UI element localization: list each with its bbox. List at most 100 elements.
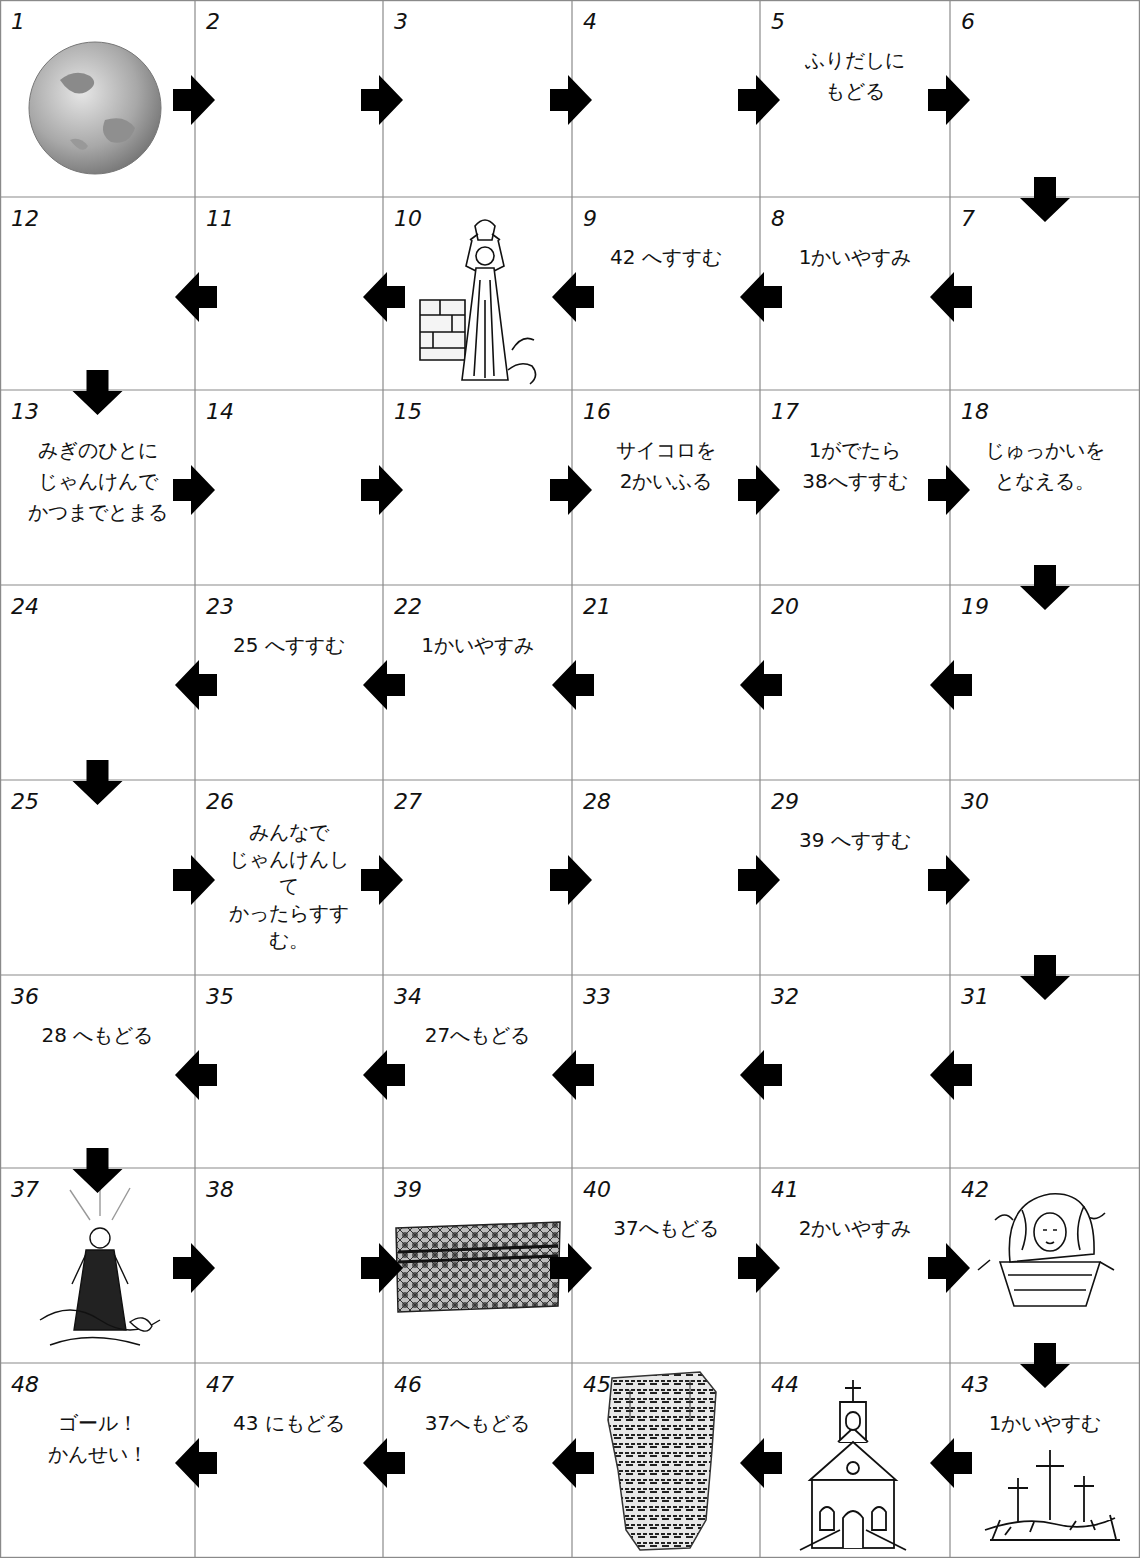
square-number: 13 — [1, 391, 194, 425]
square-number: 18 — [951, 391, 1139, 425]
path-arrow — [363, 272, 405, 322]
path-arrow — [550, 465, 592, 515]
path-arrow — [930, 660, 972, 710]
path-arrow — [175, 1438, 217, 1488]
square-number: 26 — [196, 781, 382, 815]
board-square: 171がでたら 38へすすむ — [760, 390, 950, 585]
path-arrow — [550, 1243, 592, 1293]
square-number: 41 — [761, 1169, 949, 1203]
board-square: 37 — [0, 1168, 195, 1363]
square-number: 22 — [384, 586, 571, 620]
square-instruction: 2かいやすみ — [785, 1213, 925, 1244]
square-number: 46 — [384, 1364, 571, 1398]
path-arrow — [175, 272, 217, 322]
square-number: 21 — [573, 586, 759, 620]
board-square: 431かいやすむ — [950, 1363, 1140, 1558]
square-number: 35 — [196, 976, 382, 1010]
board-square: 40 37へもどる — [572, 1168, 760, 1363]
path-arrow — [1020, 177, 1070, 222]
square-number: 31 — [951, 976, 1139, 1010]
path-arrow — [173, 855, 215, 905]
board-square: 25 — [0, 780, 195, 975]
path-arrow — [928, 75, 970, 125]
board-square: 5ふりだしに もどる — [760, 0, 950, 197]
path-arrow — [928, 855, 970, 905]
board-square: 7 — [950, 197, 1140, 390]
square-instruction: 37へもどる — [597, 1213, 735, 1244]
path-arrow — [740, 272, 782, 322]
board-square: 35 — [195, 975, 383, 1168]
board-square: 19 — [950, 585, 1140, 780]
path-arrow — [738, 1243, 780, 1293]
path-arrow — [550, 75, 592, 125]
board-square: 33 — [572, 975, 760, 1168]
board-square: 22 1かいやすみ — [383, 585, 572, 780]
baby-in-manger-picture — [978, 1194, 1114, 1306]
board-square: 18 じゅっかいを となえる。 — [950, 390, 1140, 585]
square-instruction: 27へもどる — [408, 1020, 547, 1051]
square-instruction: じゅっかいを となえる。 — [975, 435, 1115, 497]
square-instruction: 37へもどる — [408, 1408, 547, 1439]
square-number: 42 — [951, 1169, 1139, 1203]
square-number: 23 — [196, 586, 382, 620]
path-arrow — [173, 465, 215, 515]
path-arrow — [73, 370, 123, 415]
path-arrow — [1020, 1343, 1070, 1388]
square-number: 45 — [573, 1364, 759, 1398]
path-arrow — [173, 75, 215, 125]
square-instruction: ふりだしに もどる — [785, 45, 925, 107]
square-instruction: 25 へすすむ — [220, 630, 358, 661]
board-square: 942 へすすむ — [572, 197, 760, 390]
square-number: 47 — [196, 1364, 382, 1398]
board-square: 12 — [0, 197, 195, 390]
board-square: 28 — [572, 780, 760, 975]
board-square: 48ゴール！ かんせい！ — [0, 1363, 195, 1558]
tapestry-picture — [396, 1222, 560, 1312]
square-number: 10 — [384, 198, 571, 232]
three-crosses-picture — [985, 1450, 1120, 1540]
path-arrow — [361, 855, 403, 905]
path-arrow — [73, 1148, 123, 1193]
board-square: 4 — [572, 0, 760, 197]
board-square: 42 — [950, 1168, 1140, 1363]
square-instruction: ゴール！ かんせい！ — [25, 1408, 170, 1470]
square-number: 33 — [573, 976, 759, 1010]
square-number: 40 — [573, 1169, 759, 1203]
square-number: 39 — [384, 1169, 571, 1203]
path-arrow — [552, 272, 594, 322]
board-square: 14 — [195, 390, 383, 585]
path-arrow — [740, 1050, 782, 1100]
square-number: 24 — [1, 586, 194, 620]
path-arrow — [550, 855, 592, 905]
square-number: 2 — [196, 1, 382, 35]
board-square: 1 — [0, 0, 195, 197]
square-number: 44 — [761, 1364, 949, 1398]
path-arrow — [930, 1438, 972, 1488]
path-arrow — [930, 272, 972, 322]
square-number: 8 — [761, 198, 949, 232]
square-number: 14 — [196, 391, 382, 425]
path-arrow — [361, 1243, 403, 1293]
path-arrow — [740, 1438, 782, 1488]
board-square: 4743 にもどる — [195, 1363, 383, 1558]
board-square: 3 — [383, 0, 572, 197]
board-square: 41 2かいやすみ — [760, 1168, 950, 1363]
globe-picture — [29, 42, 161, 174]
square-number: 30 — [951, 781, 1139, 815]
board-square: 30 — [950, 780, 1140, 975]
woman-with-jar-picture — [420, 220, 536, 384]
path-arrow — [1020, 565, 1070, 610]
path-arrow — [363, 660, 405, 710]
square-instruction: 1かいやすみ — [408, 630, 547, 661]
path-arrow — [175, 1050, 217, 1100]
square-number: 36 — [1, 976, 194, 1010]
board-square: 45 — [572, 1363, 760, 1558]
board-square: 24 — [0, 585, 195, 780]
square-number: 3 — [384, 1, 571, 35]
board-square: 44 — [760, 1363, 950, 1558]
path-arrow — [738, 75, 780, 125]
